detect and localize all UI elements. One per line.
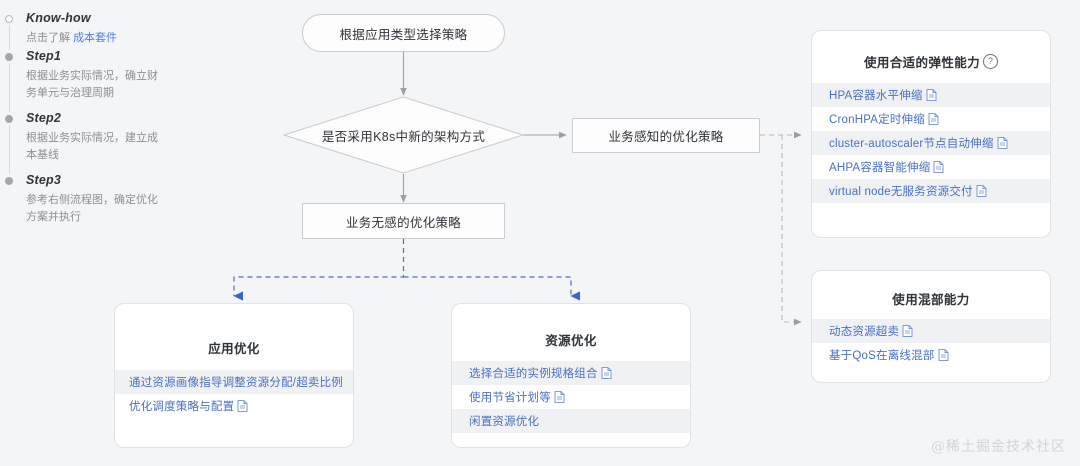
document-icon [933, 161, 944, 173]
document-icon [926, 89, 937, 101]
link-row[interactable]: HPA容器水平伸缩 [812, 83, 1050, 107]
watermark: @稀土掘金技术社区 [931, 439, 1066, 455]
timeline-connector [8, 63, 10, 112]
link-label: CronHPA定时伸缩 [829, 114, 925, 126]
sidebar-item-step3[interactable]: Step3 参考右侧流程图，确定优化方案并执行 [0, 172, 190, 232]
link-row[interactable]: 优化调度策略与配置 [115, 394, 353, 418]
flow-node-business-agnostic-label: 业务无感的优化策略 [345, 215, 462, 230]
link-row[interactable]: AHPA容器智能伸缩 [812, 155, 1050, 179]
document-icon [902, 325, 913, 337]
card-application-optimization: 应用优化 通过资源画像指导调整资源分配/超卖比例 优化调度策略与配置 [114, 303, 354, 448]
document-icon [237, 400, 248, 412]
document-icon [928, 113, 939, 125]
flow-node-decision-label: 是否采用K8s中新的架构方式 [321, 129, 486, 144]
flow-node-start[interactable]: 根据应用类型选择策略 [302, 14, 505, 52]
link-row[interactable]: cluster-autoscaler节点自动伸缩 [812, 131, 1050, 155]
sidebar-desc-prefix: 点击了解 [26, 32, 74, 44]
card-app-opt-title-text: 应用优化 [208, 342, 260, 356]
sidebar-item-title: Step2 [26, 111, 62, 125]
sidebar-item-step2[interactable]: Step2 根据业务实际情况，建立成本基线 [0, 110, 190, 174]
flow-node-business-aware[interactable]: 业务感知的优化策略 [572, 118, 760, 153]
sidebar-item-know-how[interactable]: Know-how 点击了解 成本套件 [0, 10, 190, 50]
card-resource-optimization: 资源优化 选择合适的实例规格组合 使用节省计划等 闲置资源优化 [451, 303, 691, 448]
flow-node-decision[interactable]: 是否采用K8s中新的架构方式 [283, 96, 524, 174]
sidebar-item-title: Know-how [26, 11, 91, 25]
timeline-dot-icon [5, 115, 13, 123]
link-label: 选择合适的实例规格组合 [469, 368, 598, 380]
sidebar-item-title: Step3 [26, 173, 62, 187]
link-row[interactable]: virtual node无服务资源交付 [812, 179, 1050, 203]
card-elastic-title-text: 使用合适的弹性能力 [863, 56, 981, 70]
sidebar-item-desc: 点击了解 成本套件 [26, 30, 168, 47]
flow-node-business-aware-label: 业务感知的优化策略 [608, 130, 724, 144]
flow-node-start-label: 根据应用类型选择策略 [339, 27, 468, 42]
link-label: 闲置资源优化 [469, 416, 540, 428]
link-label: AHPA容器智能伸缩 [829, 162, 931, 174]
link-row[interactable]: 选择合适的实例规格组合 [452, 361, 690, 385]
link-label: 动态资源超卖 [829, 326, 900, 338]
link-label: 使用节省计划等 [469, 392, 551, 404]
sidebar-item-desc: 参考右侧流程图，确定优化方案并执行 [26, 194, 158, 223]
timeline-dot-icon [5, 15, 13, 23]
link-label: cluster-autoscaler节点自动伸缩 [829, 138, 994, 150]
card-colocation-title-text: 使用混部能力 [892, 293, 970, 307]
document-icon [997, 137, 1008, 149]
card-elastic-title: 使用合适的弹性能力 ? [812, 52, 1050, 71]
sidebar-item-title: Step1 [26, 49, 62, 63]
link-row[interactable]: CronHPA定时伸缩 [812, 107, 1050, 131]
link-label: 优化调度策略与配置 [129, 401, 235, 413]
link-label: HPA容器水平伸缩 [829, 90, 923, 102]
sidebar-item-desc: 根据业务实际情况，确立财务单元与治理周期 [26, 70, 158, 99]
document-icon [601, 367, 612, 379]
timeline-connector [8, 125, 10, 174]
link-label: virtual node无服务资源交付 [829, 186, 973, 198]
sidebar-item-step1[interactable]: Step1 根据业务实际情况，确立财务单元与治理周期 [0, 48, 190, 112]
wire-yes-to-colocation [781, 135, 802, 326]
link-row[interactable]: 动态资源超卖 [812, 319, 1050, 343]
link-label: 通过资源画像指导调整资源分配/超卖比例 [129, 377, 343, 389]
wire-no-to-res-opt [403, 276, 580, 301]
card-elastic-capabilities: 使用合适的弹性能力 ? HPA容器水平伸缩 CronHPA定时伸缩 cluste… [811, 30, 1051, 238]
document-icon [554, 391, 565, 403]
card-colocation-capabilities: 使用混部能力 动态资源超卖 基于QoS在离线混部 [811, 270, 1051, 383]
steps-sidebar: Know-how 点击了解 成本套件 Step1 根据业务实际情况，确立财务单元… [0, 0, 190, 466]
wire-no-to-app-opt [233, 239, 405, 301]
timeline-connector [8, 25, 10, 50]
sidebar-item-desc: 根据业务实际情况，建立成本基线 [26, 132, 158, 161]
link-label: 基于QoS在离线混部 [829, 350, 935, 362]
question-mark-icon[interactable]: ? [983, 54, 999, 69]
link-row[interactable]: 基于QoS在离线混部 [812, 343, 1050, 367]
card-res-opt-title-text: 资源优化 [545, 334, 597, 348]
card-res-opt-title: 资源优化 [452, 330, 690, 349]
flow-node-business-agnostic[interactable]: 业务无感的优化策略 [302, 203, 505, 239]
link-row[interactable]: 使用节省计划等 [452, 385, 690, 409]
diamond-shape-icon [283, 96, 524, 174]
card-app-opt-title: 应用优化 [115, 338, 353, 357]
timeline-dot-icon [5, 53, 13, 61]
link-row[interactable]: 通过资源画像指导调整资源分配/超卖比例 [115, 370, 353, 394]
timeline-dot-icon [5, 177, 13, 185]
link-row[interactable]: 闲置资源优化 [452, 409, 690, 433]
cost-suite-link[interactable]: 成本套件 [73, 32, 118, 44]
document-icon [938, 349, 949, 361]
document-icon [976, 185, 987, 197]
card-colocation-title: 使用混部能力 [812, 289, 1050, 308]
